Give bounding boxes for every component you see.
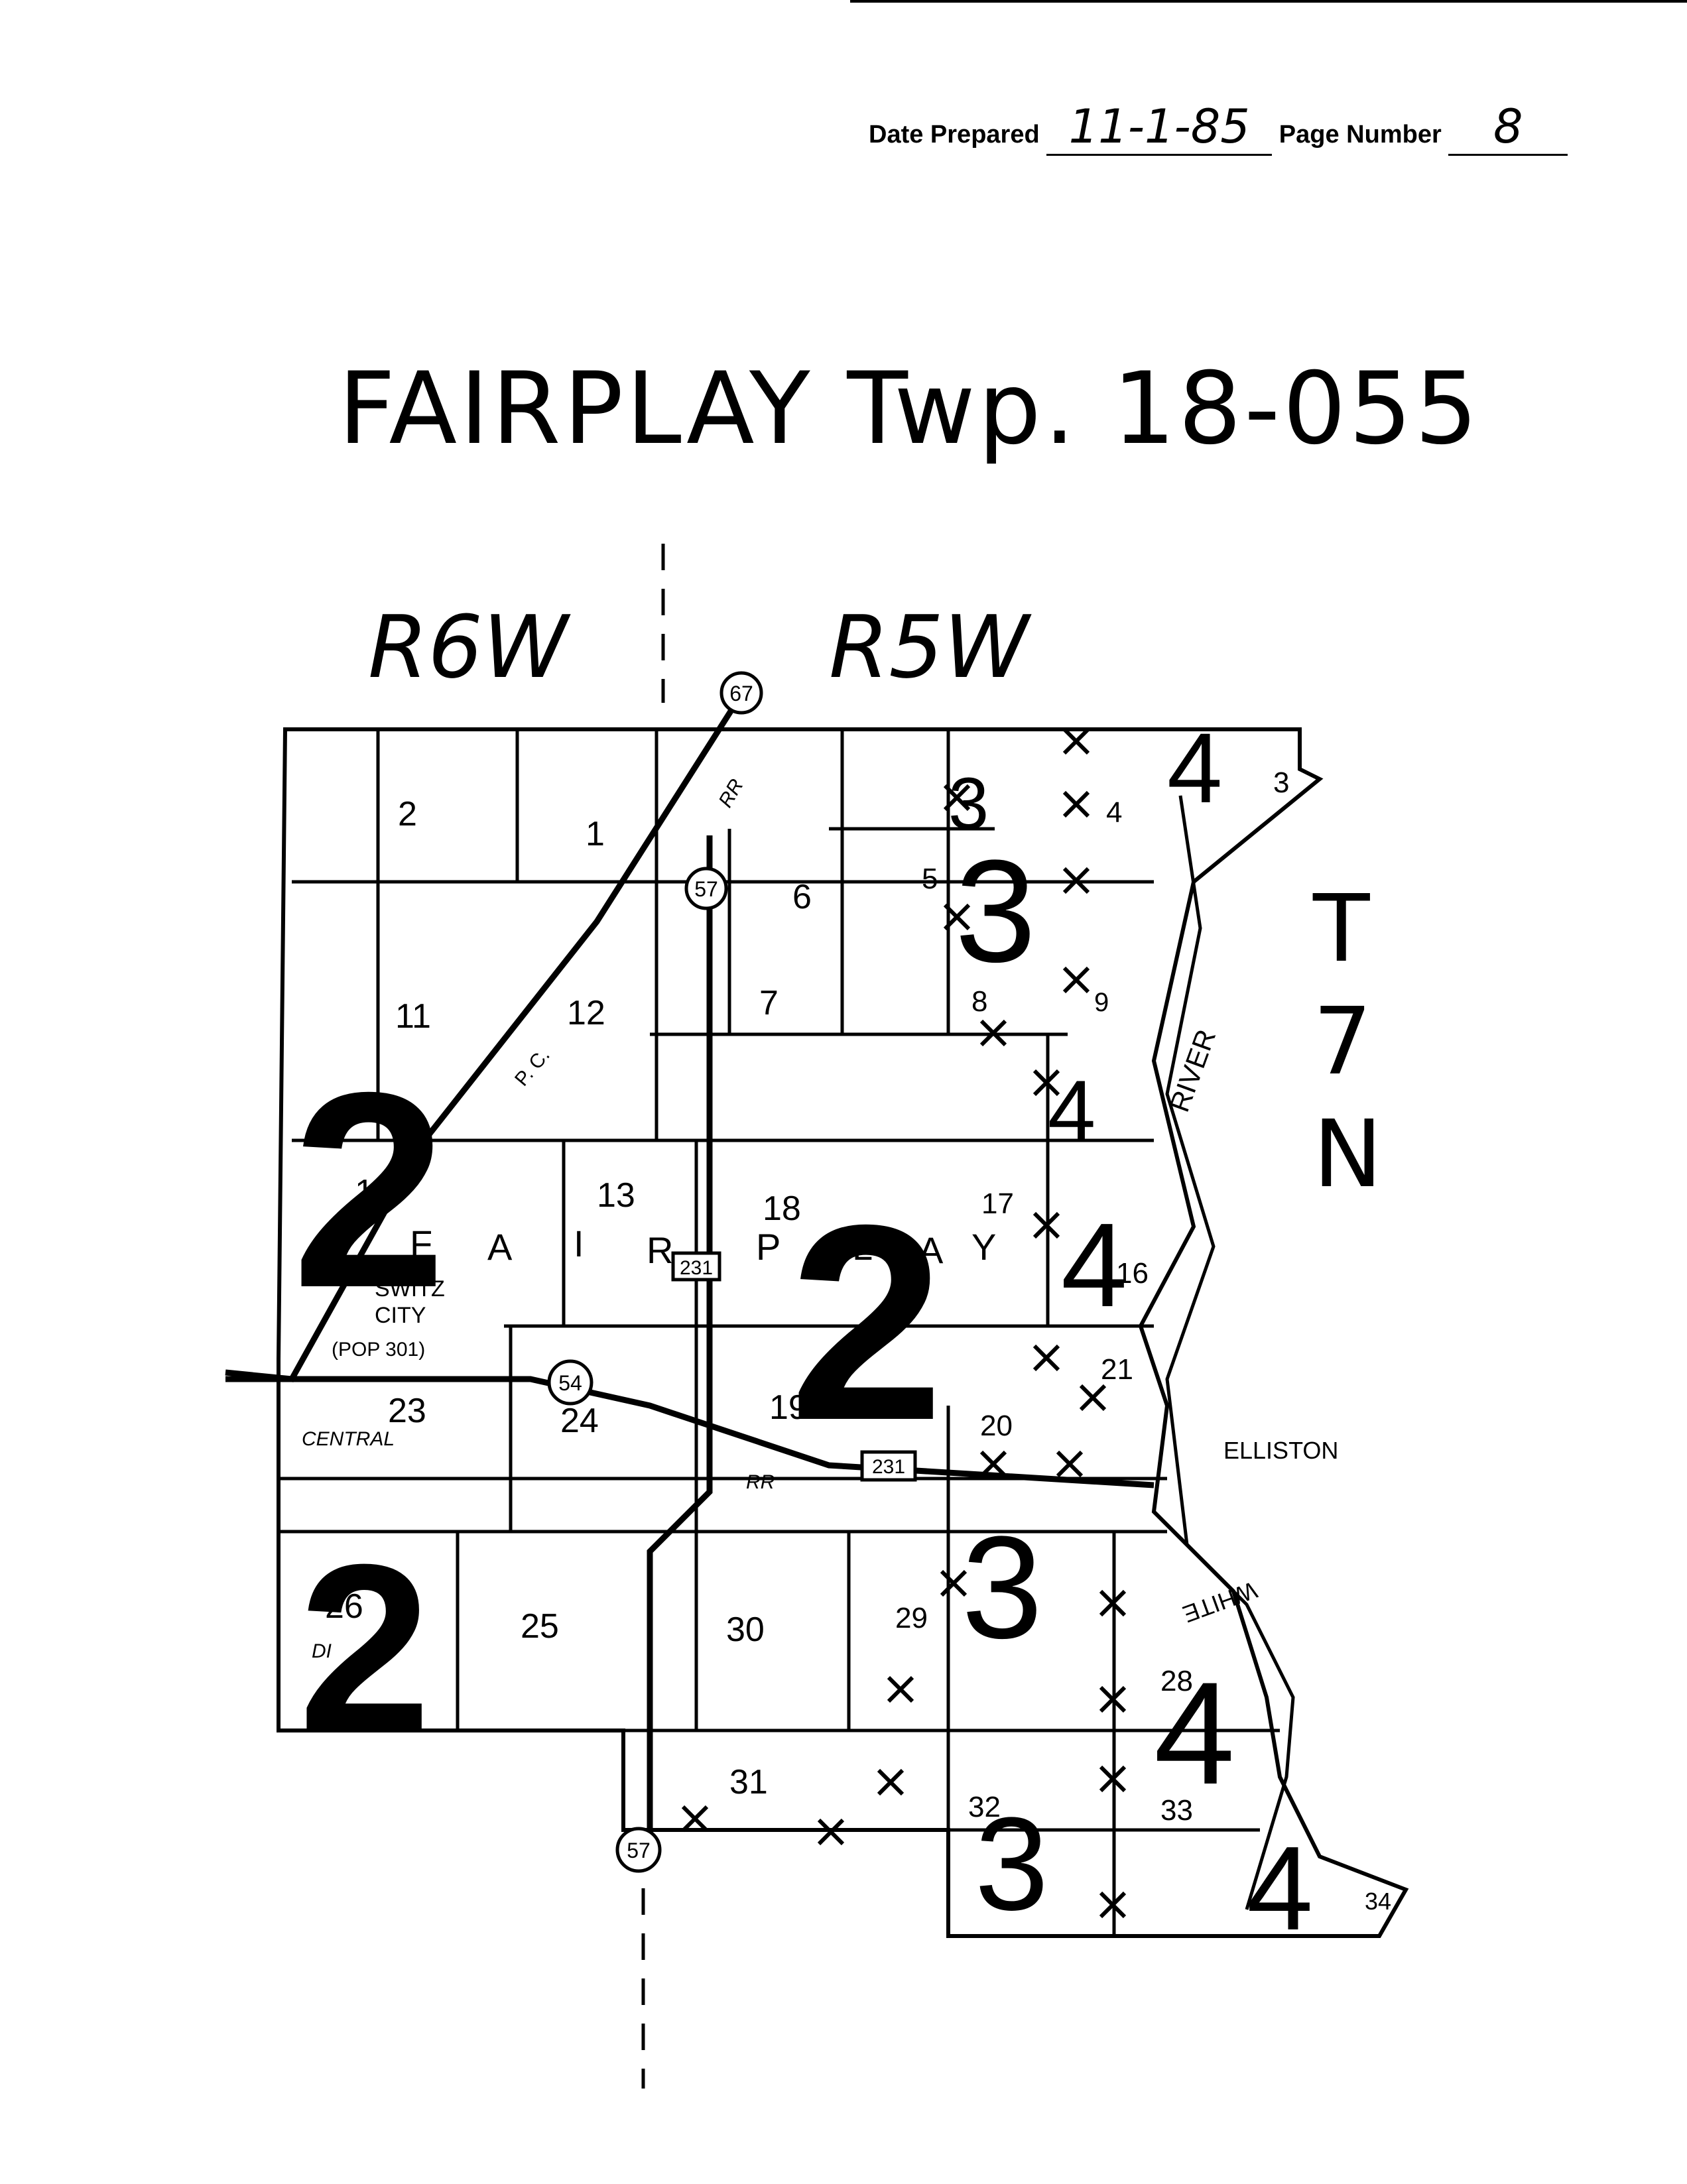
- white-river: [1165, 795, 1295, 1910]
- township-name-letters: F A I R P L A Y: [410, 1223, 996, 1271]
- section-9: 9: [1094, 988, 1109, 1017]
- section-24: 24: [560, 1402, 599, 1440]
- section-numbers: 1 2 3 4 5 6 7 8 9 11 12 13 14 16 17 18 1…: [325, 766, 1391, 1915]
- date-prepared-label: Date Prepared: [869, 121, 1040, 149]
- township-letter-f: F: [410, 1223, 432, 1264]
- township-title: FAIRPLAY Twp. 18-055: [338, 351, 1481, 467]
- township-letter-p: P: [756, 1226, 781, 1268]
- switz-city-label-2: CITY: [375, 1303, 426, 1328]
- township-n-label: N: [1313, 1101, 1383, 1209]
- date-prepared-value: 11-1-85: [1046, 99, 1273, 156]
- section-21: 21: [1101, 1353, 1133, 1386]
- white-label: WHITE: [1179, 1576, 1261, 1628]
- route-231-label: 231: [680, 1257, 713, 1279]
- x-markers: [681, 727, 1127, 1919]
- route-57-shield: [684, 867, 728, 910]
- section-28: 28: [1160, 1665, 1193, 1697]
- section-25: 25: [521, 1607, 559, 1646]
- switz-city-label-1: SWITZ: [375, 1276, 445, 1302]
- section-16: 16: [1116, 1257, 1149, 1290]
- zone-numeral-4-b: 4: [1048, 1062, 1095, 1159]
- zone-numeral-4-d: 4: [1154, 1652, 1235, 1815]
- section-8: 8: [971, 985, 987, 1018]
- route-57-shield-2: [615, 1827, 662, 1873]
- zone-numeral-3-a: 3: [955, 829, 1036, 993]
- section-23: 23: [388, 1392, 426, 1430]
- zone-numeral-4-c: 4: [1061, 1199, 1127, 1332]
- range-right-label: R5W: [829, 597, 1029, 698]
- section-17: 17: [981, 1187, 1014, 1220]
- township-number-label: 7: [1313, 988, 1373, 1096]
- route-57-label: 57: [694, 877, 718, 901]
- section-1: 1: [586, 815, 605, 853]
- section-12: 12: [567, 994, 605, 1032]
- zone-numeral-2-south: 2: [298, 1515, 431, 1782]
- zone-numeral-3-c: 3: [962, 1506, 1042, 1669]
- section-26: 26: [325, 1587, 363, 1626]
- township-letter-a2: A: [918, 1229, 944, 1271]
- route-67-shield: [719, 671, 763, 715]
- form-header: Date Prepared 11-1-85 Page Number 8: [869, 99, 1568, 156]
- zone-numeral-3-b: 3: [948, 763, 989, 845]
- section-32: 32: [968, 1791, 1001, 1823]
- elliston-label: ELLISTON: [1223, 1437, 1338, 1464]
- section-2: 2: [398, 795, 417, 833]
- switz-city-population: (POP 301): [332, 1339, 425, 1361]
- section-30: 30: [726, 1610, 765, 1649]
- rr-label-north: RR: [714, 775, 747, 811]
- township-boundary: [277, 727, 1409, 1938]
- route-231-shield: [671, 1251, 721, 1282]
- top-rule: [850, 0, 1687, 3]
- section-29: 29: [895, 1602, 928, 1634]
- zone-numeral-4-e: 4: [1247, 1822, 1313, 1955]
- township-t-label: T: [1313, 875, 1370, 983]
- section-4: 4: [1106, 796, 1122, 829]
- township-letter-i: I: [574, 1223, 584, 1264]
- section-34: 34: [1365, 1888, 1391, 1915]
- zone-numerals: 2 2 2: [292, 1035, 944, 1782]
- section-3: 3: [1273, 766, 1289, 799]
- range-left-label: R6W: [368, 597, 568, 698]
- route-231-label-2: 231: [872, 1456, 905, 1478]
- route-54-label: 54: [558, 1371, 582, 1395]
- section-18: 18: [763, 1189, 801, 1228]
- township-letter-y: Y: [971, 1226, 996, 1268]
- township-letter-a: A: [487, 1226, 513, 1268]
- route-67-label: 67: [729, 682, 753, 705]
- section-6: 6: [792, 878, 812, 916]
- route-57-label-2: 57: [627, 1839, 651, 1862]
- zone-numeral-2-north: 2: [292, 1035, 447, 1346]
- section-31: 31: [729, 1763, 768, 1801]
- section-14: 14: [355, 1173, 393, 1211]
- zone-numeral-3-d: 3: [975, 1790, 1048, 1938]
- section-13: 13: [597, 1176, 635, 1215]
- rr-label-south: RR: [746, 1471, 775, 1493]
- central-label: CENTRAL: [302, 1428, 395, 1450]
- section-11: 11: [395, 997, 431, 1036]
- section-19: 19: [769, 1388, 808, 1427]
- page-number-value: 8: [1448, 99, 1568, 156]
- section-20: 20: [980, 1410, 1013, 1442]
- section-33: 33: [1160, 1794, 1193, 1827]
- township-letter-r: R: [647, 1229, 673, 1271]
- township-letter-l: L: [852, 1226, 873, 1268]
- zone-numerals-thin: 3 3 3 3 4 4 4 4 4: [948, 712, 1313, 1955]
- zone-numeral-2-center: 2: [789, 1168, 944, 1479]
- zone-numeral-4-a: 4: [1167, 712, 1222, 823]
- pc-label: P. C.: [511, 1044, 554, 1090]
- section-5: 5: [922, 863, 938, 895]
- page-number-label: Page Number: [1279, 121, 1442, 149]
- route-54-shield: [547, 1359, 594, 1406]
- route-231-shield-2: [860, 1450, 917, 1482]
- route-shields: 67 57 231 54 231 57: [547, 671, 917, 1873]
- ditch-label: DI: [312, 1640, 332, 1662]
- section-7: 7: [759, 984, 779, 1022]
